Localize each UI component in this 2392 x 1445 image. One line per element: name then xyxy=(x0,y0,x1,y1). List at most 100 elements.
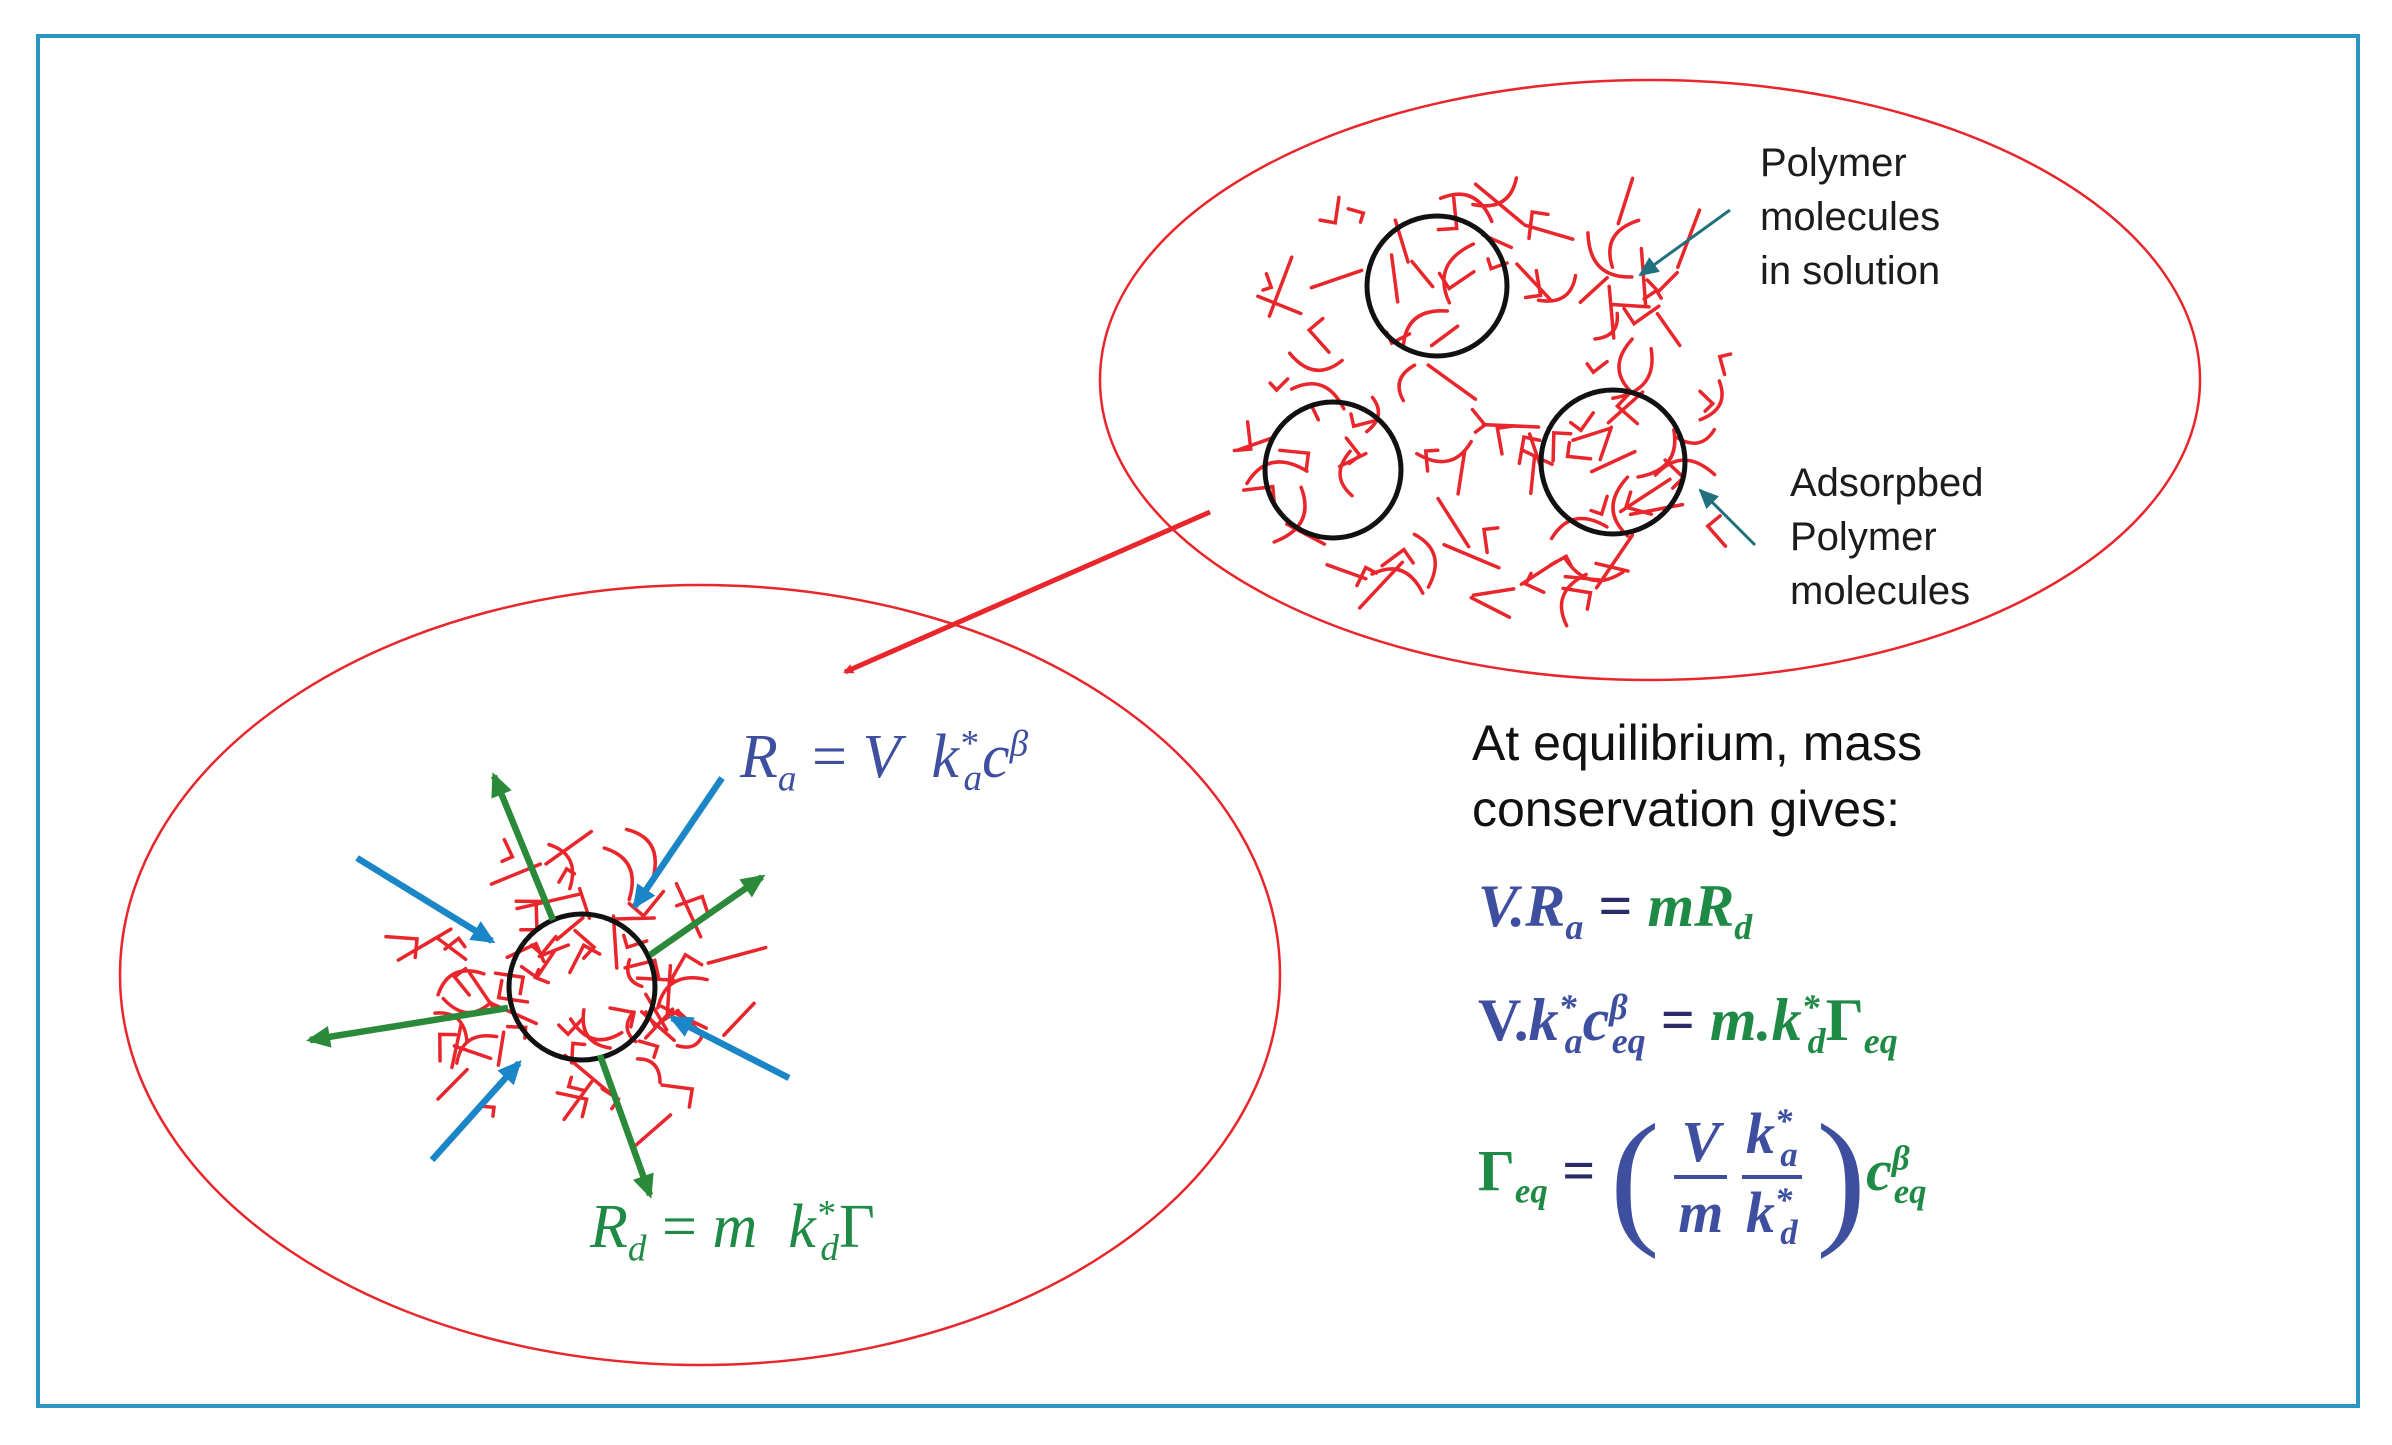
polymer-fragment xyxy=(1389,253,1400,304)
polymer-fragment xyxy=(1617,337,1635,396)
polymer-fragment xyxy=(1642,288,1663,301)
right-paren: ) xyxy=(1816,1093,1867,1260)
polymer-fragment xyxy=(468,971,498,1013)
polymer-fragment xyxy=(384,934,419,960)
equilibrium-statement: At equilibrium, mass conservation gives: xyxy=(1472,715,1923,837)
mass-balance-equation: V.Ra = mRd xyxy=(1478,873,1753,947)
polymer-fragment xyxy=(1236,436,1273,452)
polymer-fragment xyxy=(623,958,661,981)
polymer-fragment xyxy=(1338,449,1354,498)
polymer-fragment xyxy=(1306,316,1331,354)
polymer-fragment xyxy=(1515,262,1552,302)
polymer-fragment xyxy=(1529,455,1537,496)
polymer-fragment xyxy=(1611,346,1654,400)
polymer-fragment xyxy=(674,881,703,939)
polymer-fragment xyxy=(1357,560,1405,610)
polymer-fragment xyxy=(1469,595,1512,619)
polymer-fragment xyxy=(1551,430,1573,463)
polymer-fragment xyxy=(1523,268,1543,300)
particle-zoom-ellipse xyxy=(118,583,1282,1367)
polymer-fragment xyxy=(1608,218,1641,269)
polymer-fragment xyxy=(1616,176,1635,226)
polymer-fragment xyxy=(1346,207,1366,224)
equilibrium-rate-equation: V.k*acβeq = m.k*dΓeq xyxy=(1478,987,1898,1061)
polymer-fragment xyxy=(532,967,551,985)
polymer-fragment xyxy=(1261,272,1274,292)
polymer-fragment xyxy=(1568,411,1595,433)
polymer-fragment xyxy=(632,1113,673,1149)
polymer-fragment xyxy=(1272,485,1307,544)
polymer-fragment xyxy=(581,1008,612,1050)
polymer-fragment xyxy=(644,992,669,1032)
polymer-fragment xyxy=(1593,311,1620,341)
polymer-fragment xyxy=(557,1016,585,1037)
polymer-fragment xyxy=(1287,351,1344,373)
polymer-fragment xyxy=(1442,542,1501,570)
polymer-fragment xyxy=(1256,294,1303,316)
polymer-fragment xyxy=(1456,450,1467,496)
polymer-fragment xyxy=(1549,516,1609,541)
polymer-fragment xyxy=(496,1030,506,1067)
polymer-fragment xyxy=(665,963,673,1016)
polymer-fragment xyxy=(1309,268,1364,290)
polymer-fragment xyxy=(1426,363,1478,401)
particle-top xyxy=(1364,213,1510,359)
polymer-fragment xyxy=(1318,195,1341,225)
polymer-fragment xyxy=(569,1041,587,1065)
polymer-fragment xyxy=(667,952,704,985)
polymer-fragment xyxy=(1355,565,1379,588)
polymer-fragment xyxy=(436,1067,469,1101)
adsorption-arrow-upper-right xyxy=(632,776,725,910)
polymer-fragment xyxy=(443,935,467,951)
polymer-fragment xyxy=(1481,526,1500,555)
polymer-fragment xyxy=(1559,572,1588,628)
polymer-fragment xyxy=(1565,440,1593,461)
polymer-fragment xyxy=(1401,309,1450,349)
polymer-fragment xyxy=(1589,494,1609,517)
polymer-fragment xyxy=(1473,182,1525,226)
polymer-fragment xyxy=(1423,448,1440,473)
polymer-fragment xyxy=(1594,533,1635,590)
polymer-fragment xyxy=(547,842,575,891)
polymer-fragment xyxy=(1561,586,1593,611)
desorption-arrow-left xyxy=(306,1004,509,1048)
adsorption-rate-equation: Ra = V k*acβ xyxy=(740,723,1029,800)
polymer-fragment xyxy=(1571,426,1612,442)
polymer-fragment xyxy=(555,1091,589,1119)
desorption-arrows xyxy=(306,772,766,1199)
adsorption-arrow-lower-left xyxy=(429,1060,522,1163)
polymer-fragment xyxy=(555,916,585,942)
polymer-fragment xyxy=(1278,448,1311,472)
polymer-fragment xyxy=(1586,231,1634,279)
zoom-arrow xyxy=(843,509,1212,675)
polymer-fragment xyxy=(624,827,657,879)
polymer-fragment xyxy=(1705,514,1728,548)
polymer-fragment xyxy=(1628,502,1685,517)
desorption-rate-equation: Rd = m k*dΓ xyxy=(590,1193,875,1270)
polymer-fragment xyxy=(611,914,619,970)
polymer-fragment xyxy=(1380,547,1415,568)
polymer-fragment xyxy=(1717,352,1733,377)
adsorption-arrow-right xyxy=(668,1015,791,1081)
particle-right xyxy=(1538,387,1688,537)
polymer-fragment xyxy=(562,1079,594,1122)
polymer-fragment xyxy=(1429,324,1460,348)
desorption-arrow-right xyxy=(648,874,766,958)
polymer-fragment xyxy=(1655,311,1682,348)
particle-left xyxy=(1262,399,1404,541)
polymer-fragment xyxy=(1241,484,1277,506)
polymer-fragment xyxy=(1436,196,1459,232)
polymer-fragment xyxy=(635,1057,662,1085)
polymer-fragment xyxy=(1370,567,1425,595)
polymer-fragment xyxy=(493,971,526,996)
polymer-fragment xyxy=(643,1007,675,1040)
adsorption-arrows xyxy=(355,776,791,1163)
polymer-fragment xyxy=(500,837,515,864)
polymer-fragment xyxy=(1589,449,1637,474)
polymer-fragment xyxy=(450,1022,463,1070)
polymer-fragment xyxy=(1410,259,1435,289)
polymer-fragment xyxy=(1523,571,1546,594)
polymer-fragment xyxy=(1268,377,1290,393)
polymer-fragment xyxy=(1471,587,1516,597)
